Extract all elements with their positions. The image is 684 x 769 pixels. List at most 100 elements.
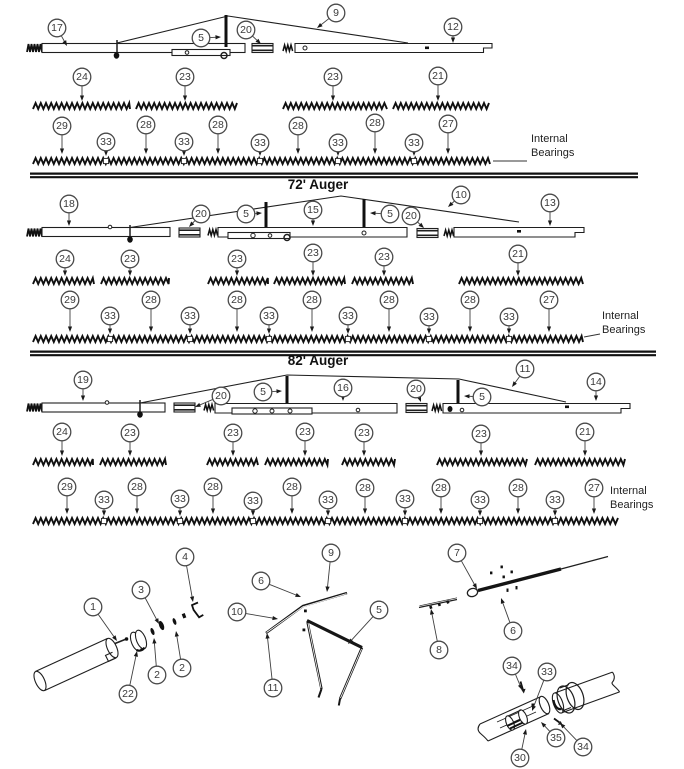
nut: [502, 575, 505, 579]
callout-number: 23: [307, 247, 319, 259]
nut: [490, 571, 493, 575]
callout-arrowhead: [127, 270, 133, 276]
callout-balloon-23: [323, 67, 343, 87]
callout-number: 20: [195, 208, 207, 220]
callout-arrowhead: [532, 705, 536, 711]
flighting-joint: [324, 517, 332, 525]
callout-leader: [326, 562, 331, 589]
callout-number: 10: [231, 606, 243, 618]
callout-number: 23: [327, 71, 339, 83]
callout-balloon-24: [55, 249, 75, 269]
tube-fitting: [517, 230, 521, 233]
callout-balloon-2: [147, 665, 167, 685]
bracket-hole: [267, 233, 273, 238]
callout-number: 19: [77, 374, 89, 386]
callout-number: 23: [299, 426, 311, 438]
callout-leader: [461, 560, 476, 586]
callout-number: 12: [447, 21, 459, 33]
tube-slot: [496, 705, 534, 723]
callout-balloon-24: [52, 422, 72, 442]
nut: [510, 570, 513, 574]
callout-arrowhead: [591, 508, 597, 514]
callout-arrowhead: [448, 201, 454, 207]
tube-fitting: [355, 407, 361, 413]
auger-flighting-segment: [436, 456, 528, 468]
callout-balloon-20: [211, 386, 231, 406]
callout-arrowhead: [154, 618, 159, 624]
torn-edge: [611, 671, 621, 693]
callout-number: 11: [520, 363, 531, 375]
callout-number: 23: [227, 427, 239, 439]
callout-arrowhead: [64, 508, 70, 514]
callout-arrowhead: [438, 508, 444, 514]
callout-number: 33: [342, 310, 354, 322]
bracket-hook: [220, 51, 228, 60]
callout-number: 28: [131, 481, 143, 493]
callout-number: 27: [442, 118, 454, 130]
callout-balloon-15: [303, 200, 323, 220]
auger-flighting-segment: [32, 274, 95, 287]
callout-balloon-33: [318, 490, 338, 510]
callout-arrowhead: [295, 148, 301, 154]
callout-leader: [515, 674, 521, 687]
callout-balloon-29: [52, 116, 72, 136]
callout-arrowhead: [59, 450, 65, 456]
internal-bearings-line2: Bearings: [602, 324, 646, 336]
callout-balloon-28: [288, 116, 308, 136]
callout-arrowhead: [309, 326, 315, 332]
nut: [429, 605, 433, 610]
callout-arrowhead: [133, 651, 138, 657]
exploded-view-internal-bearing: [477, 671, 621, 742]
callout-arrowhead: [472, 583, 477, 589]
flighting-joint: [256, 157, 264, 165]
auger-flighting-segment: [207, 275, 269, 287]
callout-number: 28: [369, 117, 381, 129]
handle-tube: [44, 657, 117, 692]
callout-arrowhead: [345, 328, 351, 334]
callout-number: 18: [63, 198, 75, 210]
callout-arrowhead: [477, 510, 483, 516]
auger-tube: [294, 42, 493, 54]
callout-arrowhead: [547, 220, 553, 226]
callout-number: 29: [56, 120, 68, 132]
callout-balloon-33: [545, 490, 565, 510]
callout-balloon-6: [251, 571, 271, 591]
callout-number: 23: [378, 251, 390, 263]
bearing-collar: [559, 683, 572, 712]
callout-balloon-28: [227, 290, 247, 310]
callout-number: 28: [435, 482, 447, 494]
tube-fitting: [107, 224, 113, 230]
callout-balloon-5: [472, 387, 492, 407]
flighting-joint: [410, 157, 418, 165]
exploded-view-truss-rod: [418, 555, 609, 610]
handle-tube-opening: [105, 637, 119, 659]
bent-truss-rod: [266, 593, 347, 633]
torn-edge: [477, 723, 489, 742]
cable-anchor-lug: [127, 236, 133, 243]
callout-leader: [431, 612, 438, 642]
callout-arrowhead: [445, 148, 451, 154]
auger-flighting-segment: [534, 456, 626, 468]
callout-balloon-28: [208, 115, 228, 135]
callout-balloon-28: [127, 477, 147, 497]
callout-number: 20: [215, 390, 227, 402]
callout-arrowhead: [103, 150, 109, 156]
callout-arrowhead: [143, 148, 149, 154]
callout-balloon-33: [419, 307, 439, 327]
callout-number: 2: [154, 669, 160, 681]
callout-arrowhead: [101, 510, 107, 516]
callout-number: 21: [579, 426, 591, 438]
callout-balloon-20: [191, 204, 211, 224]
callout-leader: [176, 634, 181, 659]
bearing-collar: [556, 685, 576, 714]
cutaway-tube: [561, 691, 620, 714]
internal-bearings-label: Internal Bearings: [531, 132, 574, 160]
callout-balloon-10: [451, 185, 471, 205]
callout-leader: [245, 613, 275, 619]
callout-leader: [521, 732, 526, 750]
callout-arrowhead: [266, 328, 272, 334]
callout-balloon-33: [470, 490, 490, 510]
callout-arrowhead: [181, 150, 187, 156]
callout-number: 23: [124, 427, 136, 439]
